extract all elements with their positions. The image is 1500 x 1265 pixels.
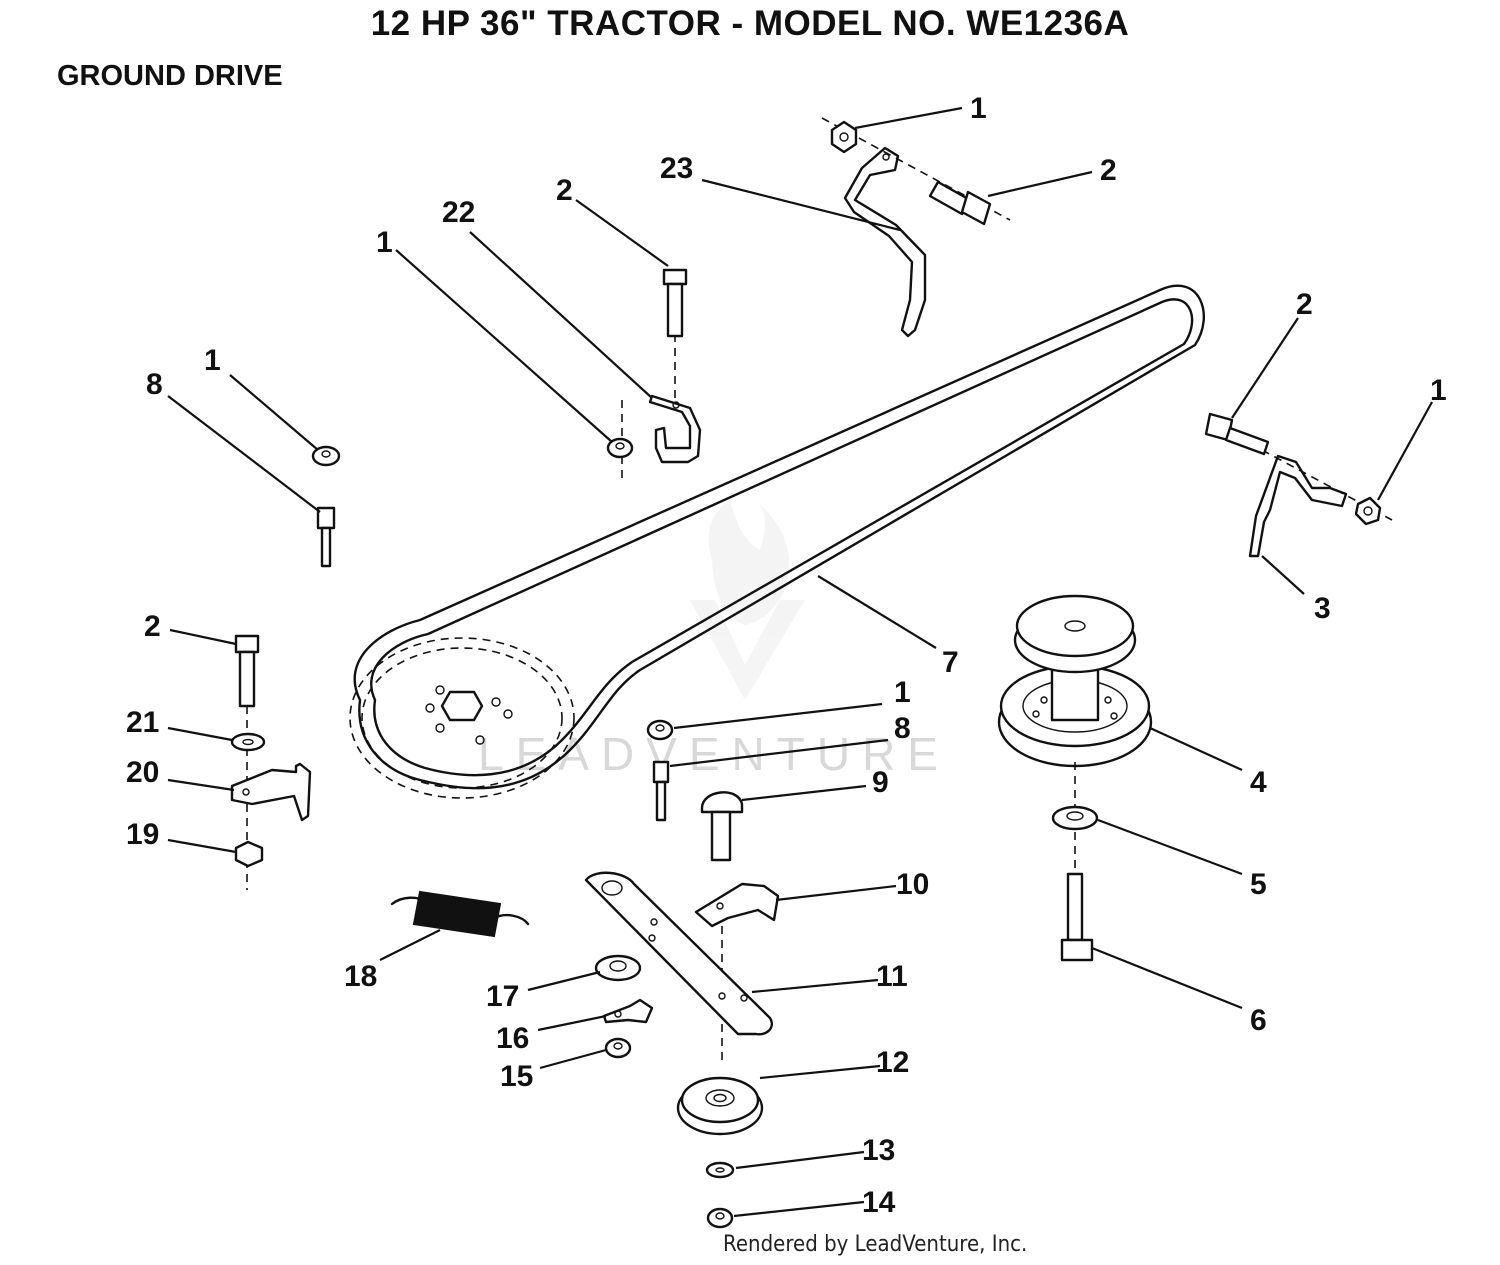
part-15-nut — [604, 1037, 632, 1059]
callout-7: 7 — [942, 646, 959, 679]
part-1e-nut — [646, 719, 674, 741]
watermark-logo-icon — [690, 500, 805, 700]
part-6-bolt — [1060, 872, 1094, 962]
part-23-belt-guide — [821, 117, 1011, 338]
part-19-lock-nut — [234, 840, 264, 868]
part-1c-nut — [311, 445, 341, 467]
callout-1: 1 — [376, 226, 393, 259]
part-2b-bolt — [662, 268, 688, 338]
callout-21: 21 — [126, 706, 159, 739]
part-4-transmission-pulley — [997, 594, 1153, 870]
callout-20: 20 — [126, 756, 159, 789]
callout-17: 17 — [486, 980, 519, 1013]
callout-1: 1 — [894, 676, 911, 709]
part-2a-bolt — [928, 180, 992, 226]
part-7-drive-belt — [353, 284, 1205, 790]
callout-numbers: 1 2 23 2 22 1 1 8 2 1 3 2 7 21 20 19 1 8… — [126, 92, 1447, 1219]
part-20-bracket — [230, 762, 312, 822]
part-5-washer — [1051, 805, 1099, 831]
part-1a-nut — [830, 120, 858, 154]
callout-1: 1 — [970, 92, 987, 125]
watermark-text: LEADVENTURE — [478, 728, 950, 780]
part-8a-stud — [316, 506, 336, 568]
callout-8: 8 — [146, 368, 163, 401]
leader-lines — [167, 106, 1433, 1218]
part-18-spring — [390, 890, 530, 938]
callout-12: 12 — [876, 1046, 909, 1079]
part-22-belt-guide — [621, 320, 702, 478]
callout-8: 8 — [894, 712, 911, 745]
callout-1: 1 — [204, 344, 221, 377]
callout-13: 13 — [862, 1134, 895, 1167]
callout-4: 4 — [1250, 766, 1267, 799]
part-17-washer — [594, 954, 642, 982]
callout-14: 14 — [862, 1186, 896, 1219]
diagram-title: 12 HP 36" TRACTOR - MODEL NO. WE1236A — [370, 4, 1130, 43]
render-credit: Rendered by LeadVenture, Inc. — [723, 1232, 1028, 1257]
part-9-carriage-bolt — [700, 791, 744, 862]
callout-23: 23 — [660, 152, 693, 185]
section-title: GROUND DRIVE — [57, 60, 283, 92]
part-13-washer — [705, 1161, 735, 1179]
callout-22: 22 — [442, 196, 475, 229]
part-16-clip — [602, 998, 654, 1024]
part-2c-bolt — [1204, 412, 1270, 456]
callout-1: 1 — [1430, 374, 1447, 407]
callout-2: 2 — [556, 174, 573, 207]
part-8b-stud — [652, 760, 670, 822]
part-12-idler-pulley — [676, 1076, 764, 1136]
part-1d-nut — [1354, 496, 1382, 526]
callout-2: 2 — [1296, 288, 1313, 321]
part-3-belt-guide — [1248, 449, 1393, 558]
callout-2: 2 — [1100, 154, 1117, 187]
callout-16: 16 — [496, 1022, 529, 1055]
engine-pulley — [349, 637, 575, 799]
callout-11: 11 — [876, 960, 908, 993]
callout-5: 5 — [1250, 868, 1267, 901]
part-11-idler-arm — [584, 871, 773, 1036]
callout-15: 15 — [500, 1060, 533, 1093]
callout-6: 6 — [1250, 1004, 1267, 1037]
callout-10: 10 — [896, 868, 929, 901]
callout-18: 18 — [344, 960, 377, 993]
callout-9: 9 — [872, 766, 889, 799]
part-14-nut — [706, 1207, 734, 1229]
callout-3: 3 — [1314, 592, 1331, 625]
part-10-bracket — [694, 882, 780, 1060]
callout-19: 19 — [126, 818, 159, 851]
callout-2: 2 — [144, 610, 161, 643]
part-21-washer — [230, 732, 266, 752]
watermark: LEADVENTURE — [478, 500, 950, 780]
part-1b-nut — [606, 437, 634, 459]
